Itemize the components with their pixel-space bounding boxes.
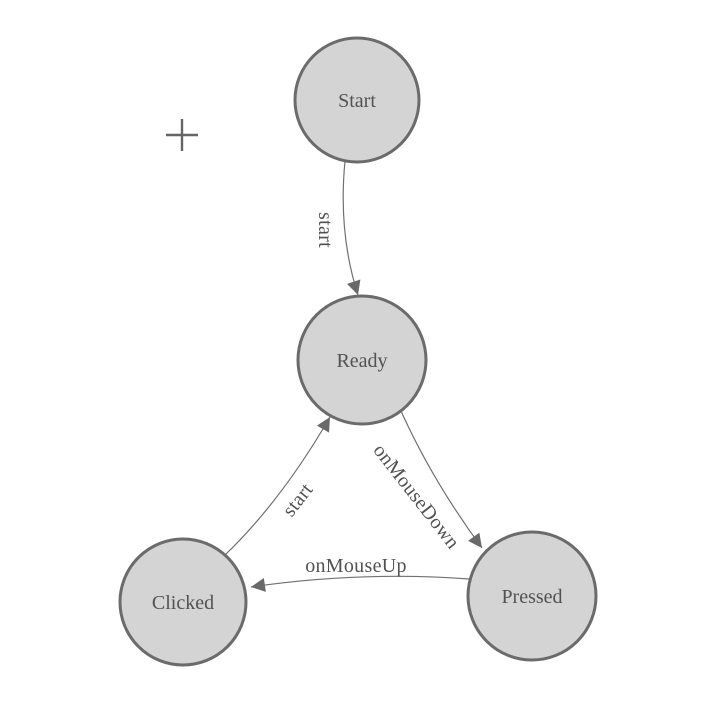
crosshair-cursor-icon — [166, 119, 198, 151]
state-node-start-circle[interactable] — [293, 36, 421, 164]
state-node-ready-label: Ready — [336, 350, 387, 372]
edge-pressed-to-clicked[interactable]: onMouseUp — [250, 555, 470, 592]
edge-label-onmousedown: onMouseDown — [369, 440, 464, 553]
state-node-ready[interactable]: Ready — [296, 294, 428, 426]
edge-ready-to-pressed[interactable]: onMouseDown — [369, 410, 483, 553]
state-node-ready-circle[interactable] — [296, 294, 428, 426]
edge-label-onmouseup: onMouseUp — [305, 555, 407, 577]
edge-label-start-2: start — [278, 479, 318, 521]
state-node-start[interactable]: Start — [293, 36, 421, 164]
edge-ready-to-pressed-line[interactable] — [400, 410, 483, 549]
edge-pressed-to-clicked-line[interactable] — [250, 575, 470, 592]
edge-clicked-to-ready-line[interactable] — [224, 416, 331, 556]
edge-label-start-1: start — [314, 212, 336, 248]
state-node-clicked-circle[interactable] — [118, 537, 248, 667]
state-node-start-label: Start — [338, 90, 376, 112]
edge-start-to-ready[interactable]: start — [314, 160, 361, 296]
state-node-pressed-circle[interactable] — [466, 530, 598, 662]
state-node-clicked-label: Clicked — [152, 592, 214, 614]
state-node-clicked[interactable]: Clicked — [118, 537, 248, 667]
state-node-pressed-label: Pressed — [501, 586, 562, 608]
nodes-layer: Start Ready Clicked Pressed — [118, 36, 598, 667]
edge-clicked-to-ready[interactable]: start — [224, 416, 331, 556]
edge-start-to-ready-line[interactable] — [342, 160, 361, 296]
state-node-pressed[interactable]: Pressed — [466, 530, 598, 662]
